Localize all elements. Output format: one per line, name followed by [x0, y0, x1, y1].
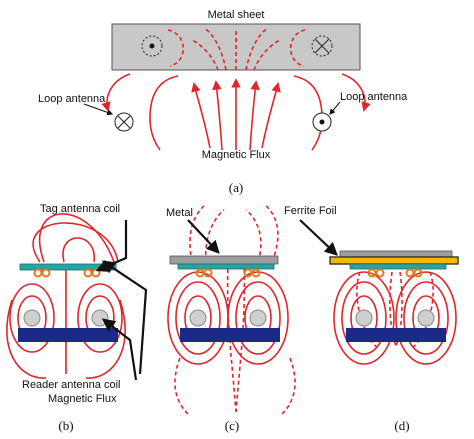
ferrite-foil-label: Ferrite Foil [284, 205, 337, 217]
reader-antenna-coil-label: Reader antenna coil [22, 379, 120, 391]
flux-dashed [245, 209, 262, 263]
caption-c: (c) [225, 418, 239, 433]
metal-label: Metal [166, 207, 193, 219]
flux-dashed-l1 [203, 27, 227, 71]
panel-d: Ferrite Foil (d) [284, 205, 459, 433]
tag-substrate [177, 263, 275, 270]
tag-substrate [349, 263, 447, 270]
eddy-flux-left [167, 29, 184, 67]
eddy-flux-right [289, 29, 306, 67]
magnetic-flux-label-a: Magnetic Flux [202, 149, 271, 161]
flux-line [191, 82, 211, 149]
loop-antenna-right-label: Loop antenna [340, 91, 408, 103]
flux-loop [341, 281, 387, 355]
flux-loop [175, 281, 221, 355]
flux-loop [32, 222, 119, 263]
metal-plate [339, 250, 453, 258]
dot-in-circle-icon [141, 35, 163, 57]
flux-loop-right [293, 75, 323, 151]
loop-antenna-left-label: Loop antenna [38, 93, 106, 105]
flux-loop [395, 271, 457, 365]
reader-coil-windings [355, 309, 435, 327]
flux-loop [403, 281, 449, 355]
cross-in-circle-icon [114, 112, 134, 132]
pointer-ferrite-foil [299, 219, 338, 256]
flux-dashed [281, 357, 296, 415]
caption-b: (b) [58, 418, 73, 433]
flux-loop-outer-left [101, 73, 131, 112]
flux-dashed-r1 [245, 27, 269, 71]
flux-loop-outer-right [341, 73, 371, 112]
tag-coil [33, 268, 101, 278]
flux-loop [77, 283, 123, 353]
pointer-reader-coil [101, 318, 138, 381]
flux-loop-left [149, 75, 179, 151]
caption-d: (d) [394, 418, 409, 433]
pointer-loop-left [83, 103, 114, 116]
panel-b: Tag antenna coil Reader antenna coil Mag… [6, 203, 148, 433]
ferrite-foil [329, 256, 459, 265]
reader-coil-windings [189, 309, 267, 327]
flux-line [261, 82, 281, 149]
pointer-metal [187, 219, 220, 254]
flux-dashed [411, 271, 434, 349]
flux-dashed-l2 [191, 39, 219, 71]
flux-line [212, 80, 223, 151]
flux-dashed [204, 209, 225, 263]
cross-in-circle-icon [311, 35, 333, 57]
magnetic-flux-label-b: Magnetic Flux [48, 393, 117, 405]
pointer-loop-right [329, 101, 341, 115]
panel-a: Metal sheet [38, 9, 408, 195]
flux-line [249, 80, 260, 151]
caption-a: (a) [229, 180, 243, 195]
flux-dashed [263, 203, 279, 263]
reader-coil-windings [23, 309, 109, 327]
metal-plate [169, 255, 279, 265]
flux-dashed [356, 271, 379, 349]
flux-loop [85, 299, 126, 379]
flux-dashed-r2 [253, 39, 281, 71]
reader-antenna-board [180, 328, 280, 342]
tag-coil [195, 268, 261, 278]
reader-antenna-board [346, 328, 446, 342]
flux-loop [62, 237, 95, 263]
flux-dashed [395, 271, 403, 347]
metal-sheet-label: Metal sheet [208, 9, 265, 21]
reader-antenna-board [18, 328, 118, 342]
tag-coil [367, 268, 423, 278]
flux-loop [235, 281, 281, 355]
pointer-magnetic-flux [101, 260, 148, 375]
flux-loop [227, 271, 289, 365]
flux-dashed [174, 357, 189, 415]
flux-loop [38, 213, 115, 263]
flux-loop [6, 299, 47, 379]
flux-loop [9, 283, 55, 353]
flux-dashed [389, 271, 397, 347]
flux-loop [333, 271, 395, 365]
tag-antenna-coil-label: Tag antenna coil [40, 203, 120, 215]
dot-in-circle-icon [312, 112, 332, 132]
panel-c: Metal (c) [166, 203, 296, 433]
